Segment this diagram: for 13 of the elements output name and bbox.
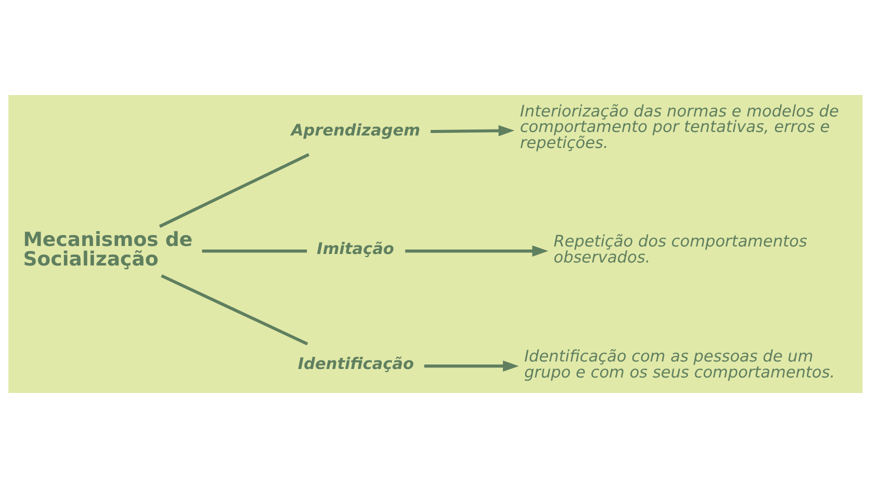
node-text: Interiorização das normas e modelos de comportamento por tentativas, erros e repetições. [520, 100, 839, 152]
node-text: Imitação [316, 238, 394, 258]
node-text: Aprendizagem [291, 120, 420, 139]
connector [160, 274, 308, 345]
node-text: Identificação [298, 354, 414, 373]
arrow [405, 244, 548, 256]
arrow [424, 360, 519, 372]
arrow [430, 124, 514, 136]
node-text: Mecanismos de Socialização [23, 227, 193, 270]
connector [202, 249, 307, 252]
connector [159, 152, 310, 228]
node-text: Repetição dos comportamentos observados. [554, 231, 808, 266]
node-text: Identificação com as pessoas de um grupo e com os seus comportamentos. [524, 346, 835, 382]
